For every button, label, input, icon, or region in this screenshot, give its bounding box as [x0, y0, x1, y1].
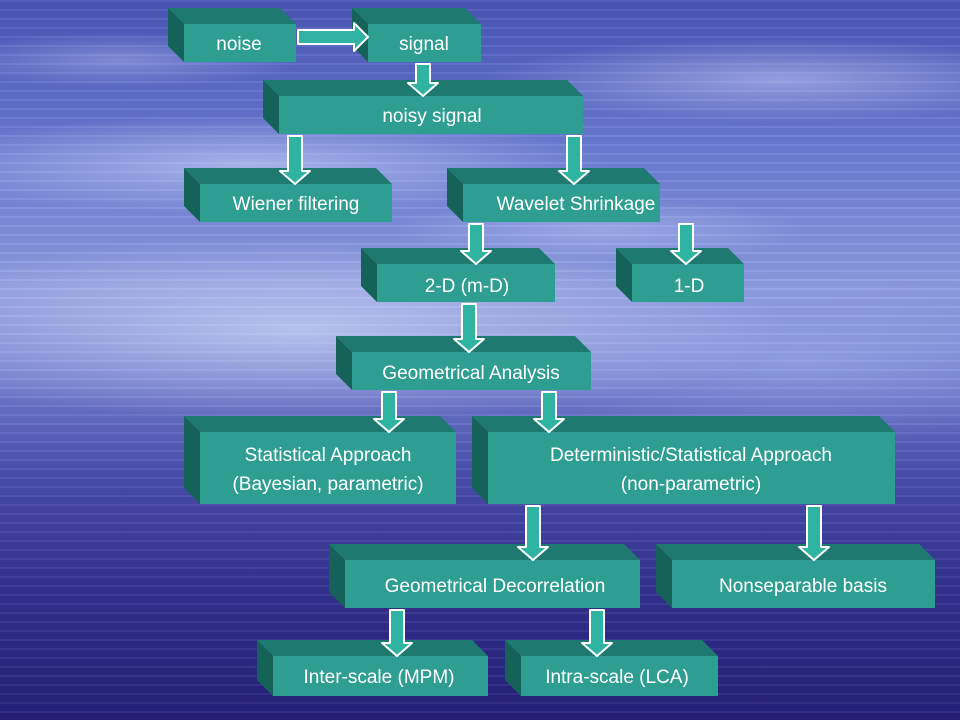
node-signal-box — [352, 8, 481, 62]
node-noise-box-side — [168, 8, 184, 62]
node-statistical-box-face — [200, 432, 456, 504]
node-statistical-box-top — [184, 416, 456, 432]
node-wavelet-box-top — [447, 168, 660, 184]
node-geometrical-analysis-box-side — [336, 336, 352, 390]
arrow-dec-to-interscale — [381, 609, 413, 657]
boxes-layer — [168, 8, 935, 696]
node-deterministic-box-side — [472, 416, 488, 504]
node-interscale-box — [257, 640, 488, 696]
node-noise-label: noise — [216, 34, 261, 55]
node-deterministic-box-face — [488, 432, 895, 504]
node-1d-box-face — [632, 264, 744, 302]
node-signal-box-face — [368, 24, 481, 62]
node-wiener-box-face — [200, 184, 392, 222]
node-noise-box-top — [168, 8, 296, 24]
node-statistical-label-line1: Statistical Approach — [245, 445, 412, 466]
node-deterministic-box — [472, 416, 895, 504]
arrow-ga-to-deterministic — [533, 391, 565, 433]
node-wiener-box — [184, 168, 392, 222]
node-wiener-label: Wiener filtering — [233, 194, 360, 215]
node-interscale-box-side — [257, 640, 273, 696]
node-nonseparable-box-side — [656, 544, 672, 608]
arrow-noisy-to-wavelet — [558, 135, 590, 185]
arrow-2d-to-geometrical-analysis — [453, 303, 485, 353]
node-1d-box-side — [616, 248, 632, 302]
node-deterministic-label-line1: Deterministic/Statistical Approach — [550, 445, 832, 466]
node-geometrical-decorrelation-box-face — [345, 560, 640, 608]
node-intrascale-box-top — [505, 640, 718, 656]
node-signal-label: signal — [399, 34, 449, 55]
arrows-layer — [279, 22, 830, 657]
node-nonseparable-box-face — [672, 560, 935, 608]
node-noisy-signal-box-side — [263, 80, 279, 134]
node-deterministic-label-line2: (non-parametric) — [621, 474, 761, 495]
node-intrascale-box-side — [505, 640, 521, 696]
node-2d-box-side — [361, 248, 377, 302]
node-geometrical-decorrelation-label: Geometrical Decorrelation — [385, 576, 606, 597]
arrow-dec-to-intrascale — [581, 609, 613, 657]
node-geometrical-analysis-box — [336, 336, 591, 390]
arrow-det-to-decorrelation — [517, 505, 549, 561]
node-intrascale-box — [505, 640, 718, 696]
node-intrascale-box-face — [521, 656, 718, 696]
node-2d-box-top — [361, 248, 555, 264]
node-geometrical-analysis-label: Geometrical Analysis — [382, 363, 559, 384]
node-wavelet-label: Wavelet Shrinkage — [497, 194, 656, 215]
node-geometrical-analysis-box-face — [352, 352, 591, 390]
node-1d-label: 1-D — [674, 276, 705, 297]
arrow-wavelet-to-2d — [460, 223, 492, 265]
node-nonseparable-label: Nonseparable basis — [719, 576, 887, 597]
arrow-signal-to-noisy — [407, 63, 439, 97]
node-noise-box-face — [184, 24, 296, 62]
node-noisy-signal-label: noisy signal — [382, 106, 481, 127]
node-statistical-box-side — [184, 416, 200, 504]
node-intrascale-label: Intra-scale (LCA) — [545, 667, 689, 688]
node-2d-box — [361, 248, 555, 302]
node-geometrical-decorrelation-box-top — [329, 544, 640, 560]
arrow-noise-to-signal — [297, 22, 369, 52]
node-noisy-signal-box-face — [279, 96, 583, 134]
node-nonseparable-box-top — [656, 544, 935, 560]
node-interscale-box-top — [257, 640, 488, 656]
node-geometrical-decorrelation-box — [329, 544, 640, 608]
node-wavelet-box — [447, 168, 660, 222]
arrow-ga-to-statistical — [373, 391, 405, 433]
node-2d-box-face — [377, 264, 555, 302]
labels-layer: noise signal noisy signal Wiener filteri… — [216, 34, 887, 688]
arrow-det-to-nonseparable — [798, 505, 830, 561]
node-signal-box-top — [352, 8, 481, 24]
node-nonseparable-box — [656, 544, 935, 608]
arrow-wavelet-to-1d — [670, 223, 702, 265]
node-wiener-box-side — [184, 168, 200, 222]
node-wavelet-box-face — [463, 184, 660, 222]
node-statistical-label-line2: (Bayesian, parametric) — [232, 474, 423, 495]
arrow-noisy-to-wiener — [279, 135, 311, 185]
node-deterministic-box-top — [472, 416, 895, 432]
node-interscale-label: Inter-scale (MPM) — [304, 667, 455, 688]
node-noise-box — [168, 8, 296, 62]
node-geometrical-decorrelation-box-side — [329, 544, 345, 608]
node-wavelet-box-side — [447, 168, 463, 222]
node-interscale-box-face — [273, 656, 488, 696]
node-2d-label: 2-D (m-D) — [425, 276, 509, 297]
